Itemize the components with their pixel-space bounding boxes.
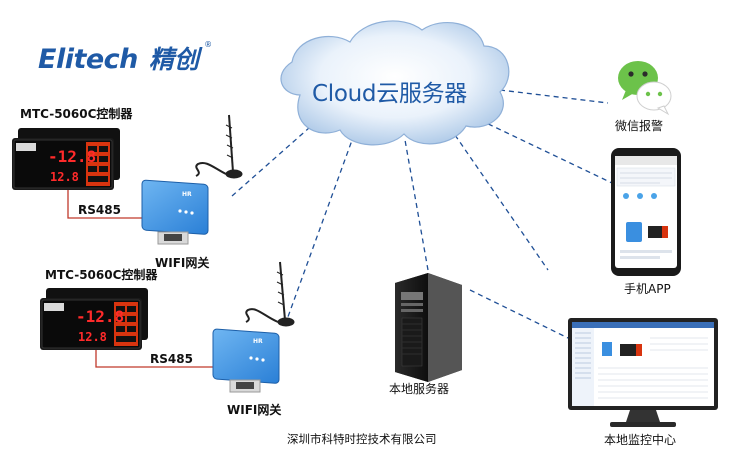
- gateway-1: HR: [141, 179, 209, 245]
- rs485-line-2: [95, 350, 218, 368]
- controller-1-title: MTC-5060C控制器: [20, 107, 133, 121]
- gateway-2: HR: [212, 328, 280, 393]
- controller-1: [12, 128, 120, 190]
- monitor-label: 本地监控中心: [604, 433, 677, 447]
- phone-app-icon: [611, 148, 681, 276]
- brand-name-cn: 精创: [149, 45, 200, 74]
- wechat-label: 微信报警: [615, 119, 664, 133]
- cloud-shape: [280, 20, 510, 146]
- link-wechat-cloud: [499, 89, 609, 104]
- rs485-label-1: RS485: [78, 203, 121, 217]
- svg-text:HR: HR: [253, 338, 263, 345]
- network-links: [231, 89, 613, 339]
- link-gateway2-cloud: [284, 131, 356, 326]
- link-server-cloud: [404, 139, 429, 271]
- controller-2-display-top: -12.8: [76, 307, 124, 326]
- rs485-line-1: [67, 190, 148, 219]
- link-monitor-cloud: [454, 134, 549, 271]
- controller-1-display-top: -12.8: [48, 147, 96, 166]
- gateway-2-label: WIFI网关: [227, 403, 282, 417]
- antenna-1: [195, 114, 243, 179]
- server-tower: [395, 273, 462, 382]
- brand-logo: Elitech 精创 ®: [38, 40, 213, 75]
- server-label: 本地服务器: [389, 382, 450, 396]
- gateway-1-label: WIFI网关: [155, 256, 210, 270]
- link-server-monitor: [469, 289, 569, 339]
- registered-icon: ®: [204, 40, 213, 49]
- controller-2: [40, 288, 148, 350]
- monitor-icon: [568, 318, 718, 427]
- wechat-icon: [618, 61, 672, 116]
- brand-name-en: Elitech: [38, 44, 138, 75]
- antenna-2: [245, 261, 295, 327]
- link-app-cloud: [479, 119, 613, 184]
- svg-text:HR: HR: [182, 191, 192, 198]
- company-name: 深圳市科特时控技术有限公司: [287, 432, 437, 446]
- link-gateway1-cloud: [231, 119, 319, 197]
- controller-2-display-bottom: 12.8: [78, 330, 107, 344]
- controller-1-display-bottom: 12.8: [50, 170, 79, 184]
- app-label: 手机APP: [624, 282, 671, 296]
- rs485-label-2: RS485: [150, 352, 193, 366]
- cloud-label: Cloud云服务器: [312, 81, 467, 107]
- controller-2-title: MTC-5060C控制器: [45, 268, 158, 282]
